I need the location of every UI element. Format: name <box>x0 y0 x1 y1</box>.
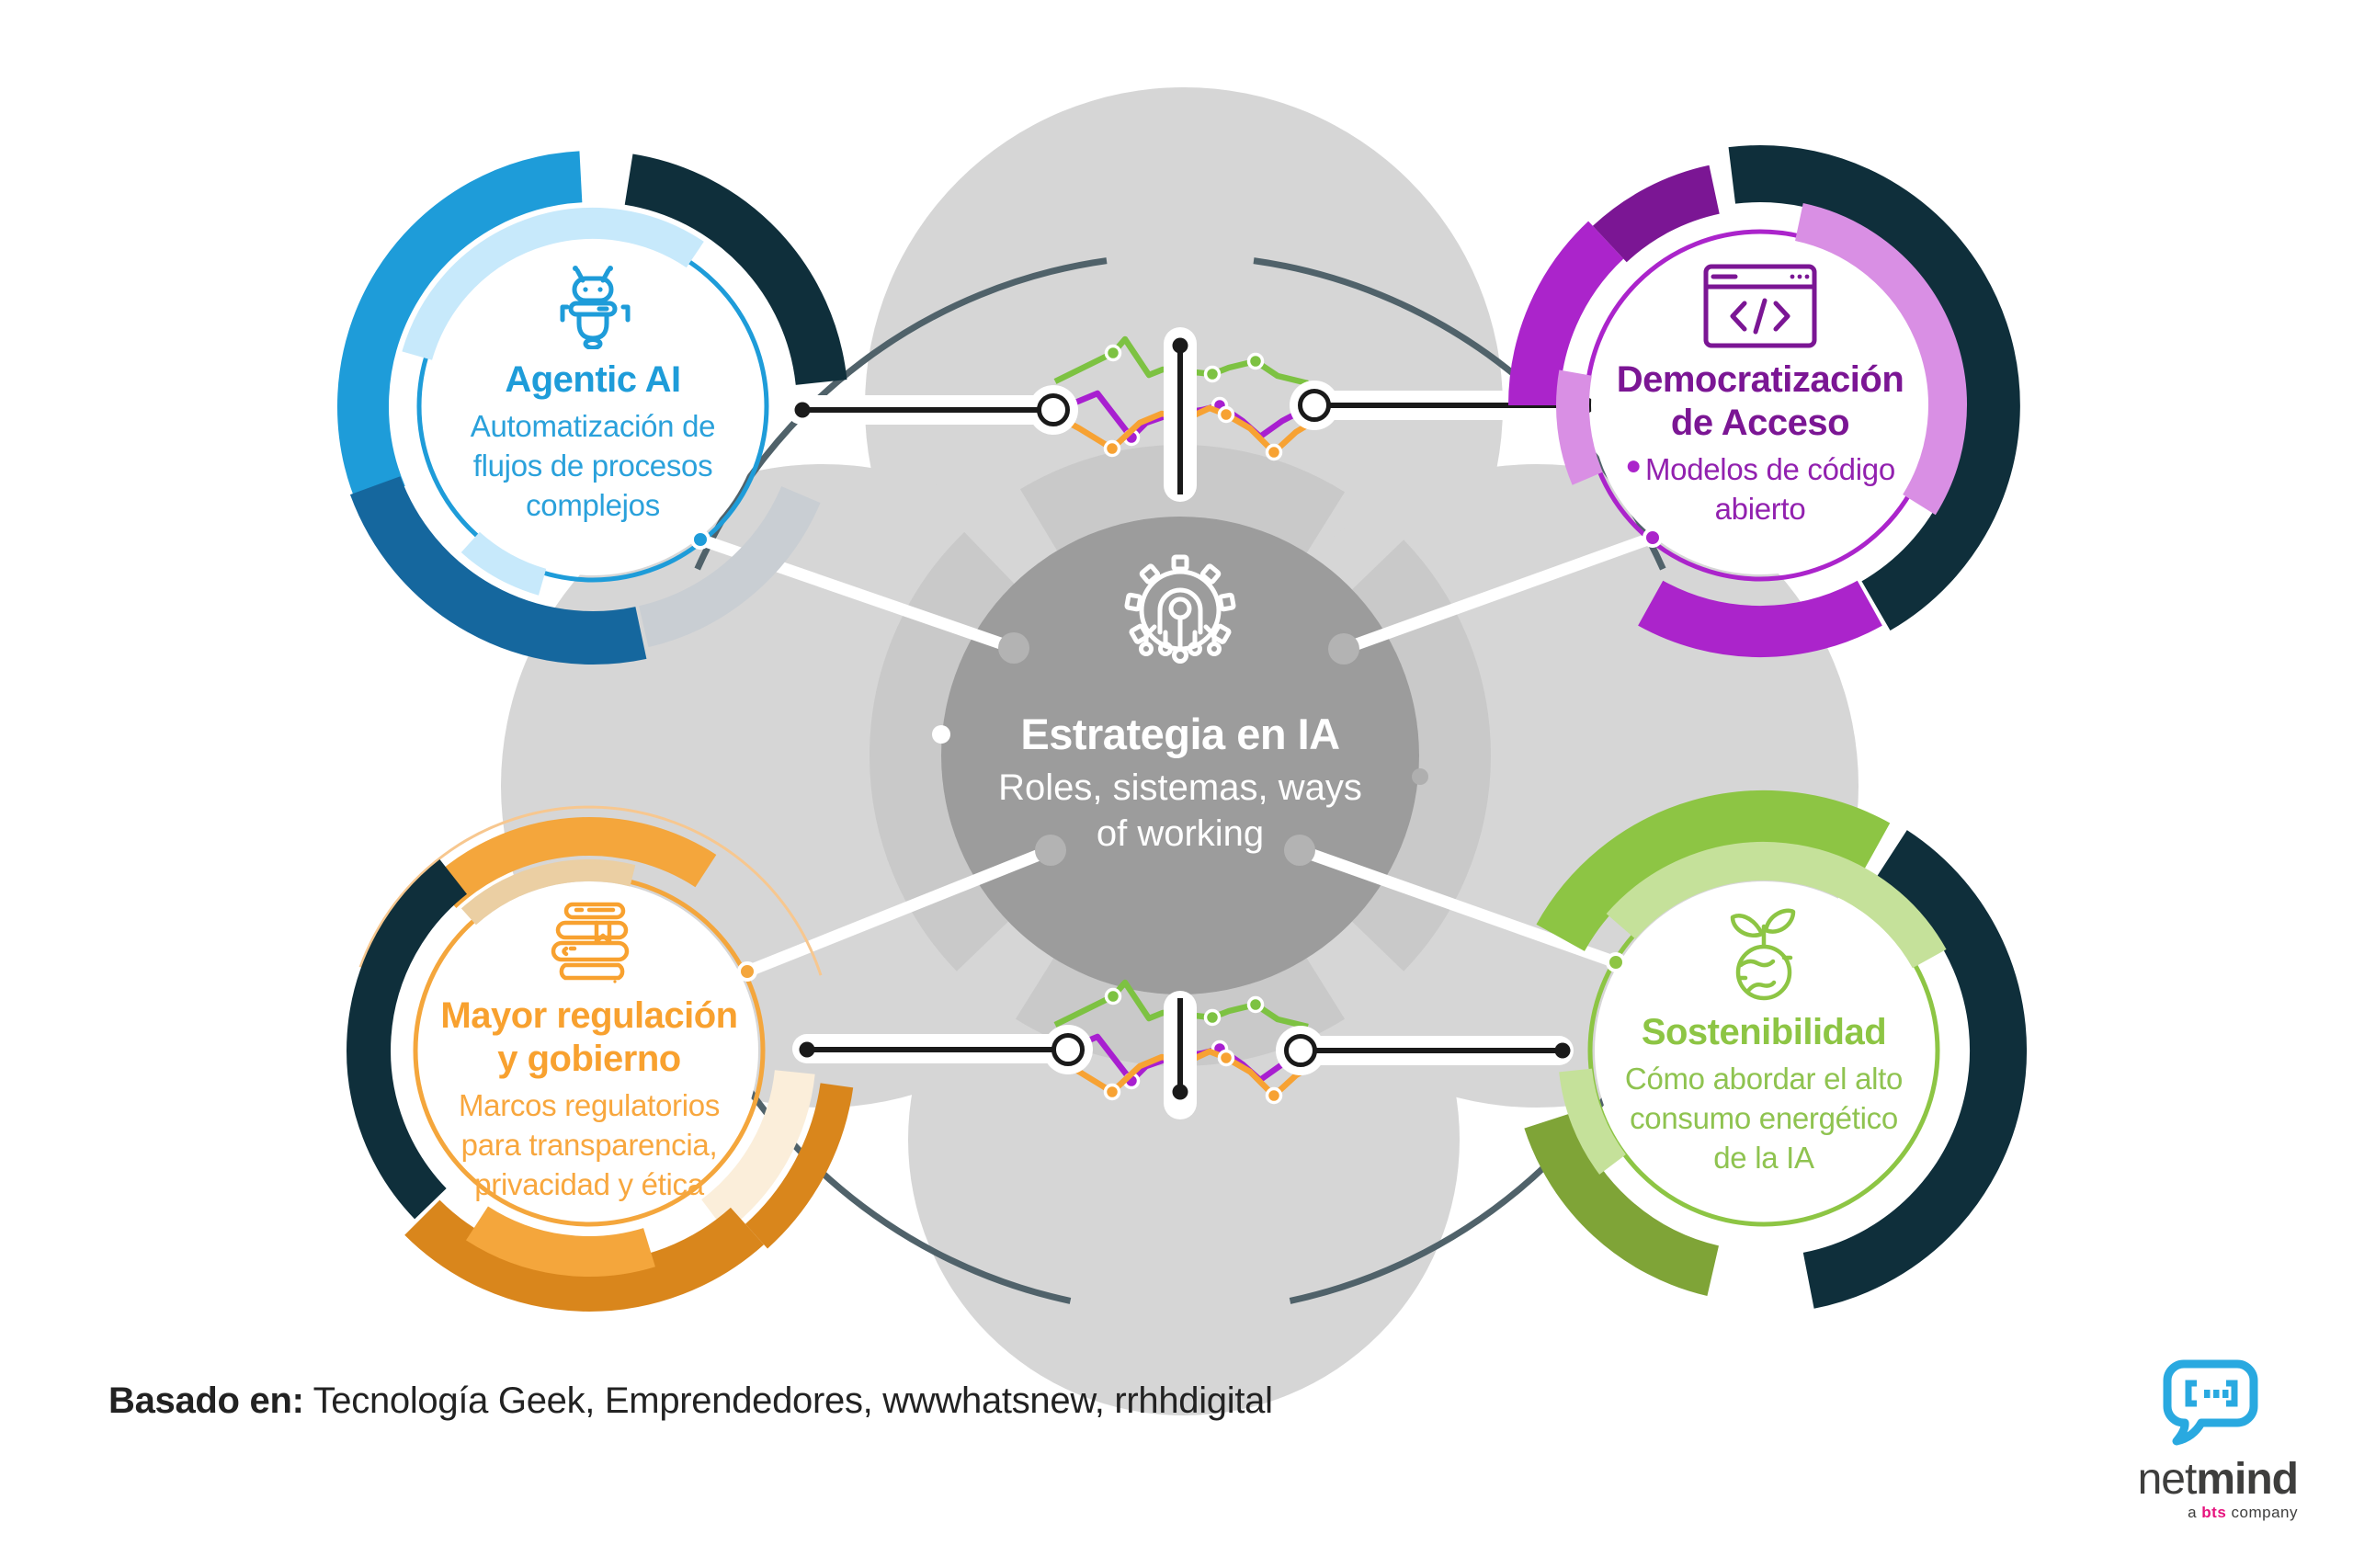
robot-icon <box>560 266 631 349</box>
source-caption: Basado en:Tecnología Geek, Emprendedores… <box>108 1381 1273 1422</box>
center-subtitle: Roles, sistemas, ways of working <box>998 767 1362 854</box>
topic-regulacion: Mayor regulación y gobierno Marcos regul… <box>415 899 764 1204</box>
topic-democratizacion: Democratización de Acceso ●Modelos de có… <box>1586 263 1935 528</box>
center-node: Estrategia en IA Roles, sistemas, ways o… <box>941 710 1419 857</box>
topic-title: Mayor regulación y gobierno <box>440 995 738 1079</box>
netmind-wordmark: netmind <box>2137 1455 2299 1504</box>
gear-teeth <box>1124 554 1236 644</box>
netmind-logo: netmind a bts company <box>2114 1358 2307 1522</box>
bts-brand: bts <box>2201 1504 2227 1521</box>
topic-title: Democratización de Acceso <box>1616 359 1904 443</box>
topic-description: Cómo abordar el alto consumo energético … <box>1624 1062 1904 1175</box>
globe-plant-icon <box>1730 908 1796 1001</box>
gear-circuit-icon <box>1124 554 1236 664</box>
source-caption-label: Basado en: <box>108 1381 304 1421</box>
source-caption-list: Tecnología Geek, Emprendedores, wwwhatsn… <box>313 1381 1273 1421</box>
topic-description: ●Modelos de código abierto <box>1625 450 1895 527</box>
books-icon <box>551 902 630 983</box>
center-title: Estrategia en IA <box>1020 710 1340 758</box>
topic-title: Sostenibilidad <box>1641 1012 1887 1052</box>
topic-description: Automatización de flujos de procesos com… <box>470 409 716 522</box>
netmind-tagline: a bts company <box>2188 1504 2298 1521</box>
topic-sostenibilidad: Sostenibilidad Cómo abordar el alto cons… <box>1589 906 1938 1177</box>
speech-bubble-icon <box>2163 1359 2258 1446</box>
topic-title: Agentic AI <box>505 359 681 400</box>
topic-description: Marcos regulatorios para transparencia, … <box>458 1088 721 1201</box>
topic-agentic-ai: Agentic AI Automatización de flujos de p… <box>418 263 767 525</box>
code-window-icon <box>1703 264 1817 348</box>
